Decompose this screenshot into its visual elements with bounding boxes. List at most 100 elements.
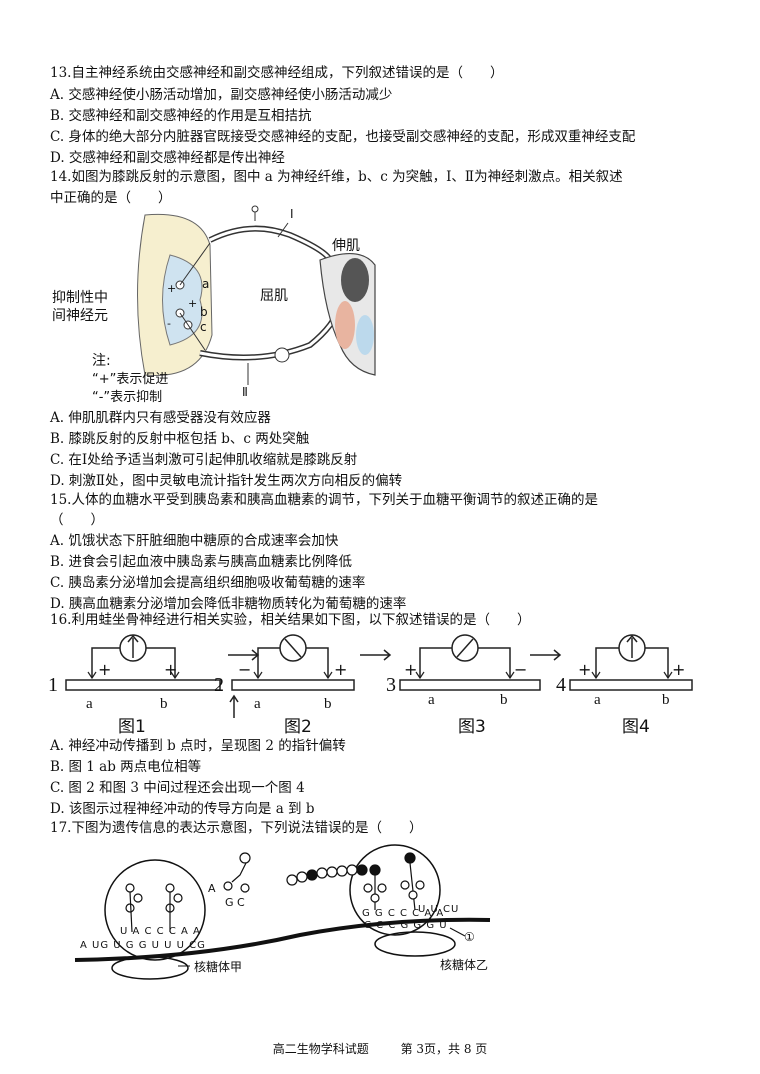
stimulus-i-label: Ⅰ (290, 207, 294, 221)
gene-expression-figure: A UG U G G U U U CG U A C C C A A A G C … (70, 840, 500, 990)
anticodon-right: G G C C C A A (362, 908, 445, 919)
knee-jerk-reflex-diagram (137, 205, 376, 385)
neuron-connection-1 (179, 242, 211, 286)
interneuron-label-2: 间神经元 (52, 308, 108, 324)
q13-stem: 13.自主神经系统由交感神经和副交感神经组成，下列叙述错误的是（ ） (50, 65, 504, 81)
synapse-b-label: b (200, 305, 208, 319)
panel-2-left-sign: − (238, 660, 252, 679)
q13-option-a: A. 交感神经使小肠活动增加，副交感神经使小肠活动减少 (50, 87, 393, 103)
nerve-bar-2 (231, 679, 355, 691)
panel-4-number: 4 (556, 674, 566, 696)
q15-option-b: B. 进食会引起血液中胰岛素与胰高血糖素比例降低 (50, 554, 353, 570)
panel-3-right-sign: − (514, 660, 528, 679)
q15-option-a: A. 饥饿状态下肝脏细胞中糖原的合成速率会加快 (50, 533, 339, 549)
q13-option-c: C. 身体的绝大部分内脏器官既接受交感神经的支配，也接受副交感神经的支配，形成双… (50, 129, 636, 145)
stimulus-ii-label: Ⅱ (242, 385, 248, 399)
nerve-bar-1 (65, 679, 221, 691)
q13-option-b: B. 交感神经和副交感神经的作用是互相拮抗 (50, 108, 312, 124)
gene-expression-diagram (74, 844, 491, 980)
panel-2-b: b (324, 696, 332, 712)
plus-sign-2: + (188, 297, 198, 310)
q14-stem-cont: 中正确的是（ ） (50, 190, 172, 206)
panel-1-number: 1 (48, 674, 58, 696)
arrow-3-to-4 (530, 649, 562, 661)
panel-2-caption: 图2 (284, 717, 312, 737)
q16-option-b: B. 图 1 ab 两点电位相等 (50, 759, 202, 775)
afferent-nerve-fiber-core (209, 227, 332, 261)
panel-3-left-sign: + (404, 660, 418, 679)
nerve-potential-diagram (65, 634, 693, 718)
circle-1-leader (449, 927, 466, 937)
q17-stem: 17.下图为遗传信息的表达示意图，下列说法错误的是（ ） (50, 820, 423, 836)
panel-1-left-sign: + (98, 660, 112, 679)
trna-group-yi (363, 862, 425, 911)
label-i-arrow (277, 222, 289, 238)
panel-2-drawing (229, 634, 355, 718)
grey-matter-shape (162, 254, 203, 346)
ribosome-yi-large (349, 844, 441, 936)
panel-4-b: b (662, 692, 670, 708)
ribosome-jia-large (104, 859, 206, 961)
electrode-2b (323, 671, 333, 680)
neuron-connection-2 (179, 312, 206, 351)
q16-option-a: A. 神经冲动传播到 b 点时，呈现图 2 的指针偏转 (50, 738, 346, 754)
efferent-nerve-fiber (199, 304, 343, 361)
q14-stem: 14.如图为膝跳反射的示意图，图中 a 为神经纤维，b、c 为突触，Ⅰ、Ⅱ为神经… (50, 169, 623, 185)
synapse-c-label: c (200, 320, 207, 334)
ribosome-jia-small (111, 956, 189, 980)
panel-2-a: a (254, 696, 261, 712)
q15-option-c: C. 胰岛素分泌增加会提高组织细胞吸收葡萄糖的速率 (50, 575, 366, 591)
panel-4-a: a (594, 692, 601, 708)
q15-stem-cont: （ ） (50, 512, 104, 528)
extensor-label: 伸肌 (332, 238, 360, 254)
stimulus-arrow (229, 694, 239, 718)
panel-1-b: b (160, 696, 168, 712)
panel-3-caption: 图3 (458, 717, 486, 737)
panel-2-number: 2 (214, 674, 224, 696)
panel-2-right-sign: + (334, 660, 348, 679)
anticodon-left: U A C C C A A (120, 926, 201, 937)
note-plus: “+”表示促进 (92, 372, 169, 387)
needle-2 (284, 638, 302, 658)
polypeptide-chain (286, 852, 416, 886)
electrode-1b (170, 671, 180, 680)
panel-3-drawing (399, 634, 541, 691)
flexor-muscle (335, 301, 355, 349)
free-trna (223, 852, 251, 893)
circle-1-label: ① (464, 930, 475, 944)
extensor-muscle (341, 258, 369, 302)
panel-1-right-sign: + (164, 660, 178, 679)
nerve-bar-4 (569, 679, 693, 691)
knee-jerk-reflex-figure: 伸肌 屈肌 抑制性中 间神经元 a b c Ⅰ Ⅱ + + - 注: “+”表示… (50, 205, 380, 405)
mrna-sequence-right: C C C G G G U (364, 920, 448, 931)
footer-page-number: 第 3页，共 8 页 (400, 1042, 488, 1056)
panel-4-drawing (569, 634, 693, 691)
flexor-label: 屈肌 (260, 288, 288, 304)
electrode-2a (253, 671, 263, 680)
galvanometer (274, 347, 290, 363)
nerve-potential-figure: 1 2 3 4 + + − + + − + + a b a b a b a b … (48, 630, 708, 737)
electrode-4a (591, 671, 601, 680)
arrow-2-to-3 (360, 649, 392, 661)
mrna-sequence-left: A UG U G G U U U CG (80, 940, 206, 951)
note-title: 注: (92, 353, 111, 369)
q14-option-c: C. 在Ⅰ处给予适当刺激可引起伸肌收缩就是膝跳反射 (50, 452, 358, 468)
fiber-a-label: a (202, 277, 210, 291)
q16-option-d: D. 该图示过程神经冲动的传导方向是 a 到 b (50, 801, 315, 817)
free-trna-label-a: A (208, 882, 216, 895)
panel-1-drawing (65, 634, 221, 691)
panel-1-a: a (86, 696, 93, 712)
panel-4-caption: 图4 (622, 717, 650, 737)
q15-option-d: D. 胰高血糖素分泌增加会降低非糖物质转化为葡萄糖的速率 (50, 596, 407, 612)
needle-3 (456, 638, 474, 658)
efferent-nerve-fiber-core (199, 304, 342, 359)
q16-stem: 16.利用蛙坐骨神经进行相关实验，相关结果如下图，以下叙述错误的是（ ） (50, 612, 531, 628)
q14-option-a: A. 伸肌肌群内只有感受器没有效应器 (50, 410, 271, 426)
trna-group-jia (125, 883, 183, 933)
ribosome-jia-label: 核糖体甲 (194, 960, 243, 974)
electrode-3a (415, 671, 425, 680)
free-trna-label-gc: G C (225, 896, 245, 909)
panel-1-caption: 图1 (118, 717, 146, 737)
needle-1-head (127, 634, 139, 643)
needle-4-head (626, 634, 638, 643)
